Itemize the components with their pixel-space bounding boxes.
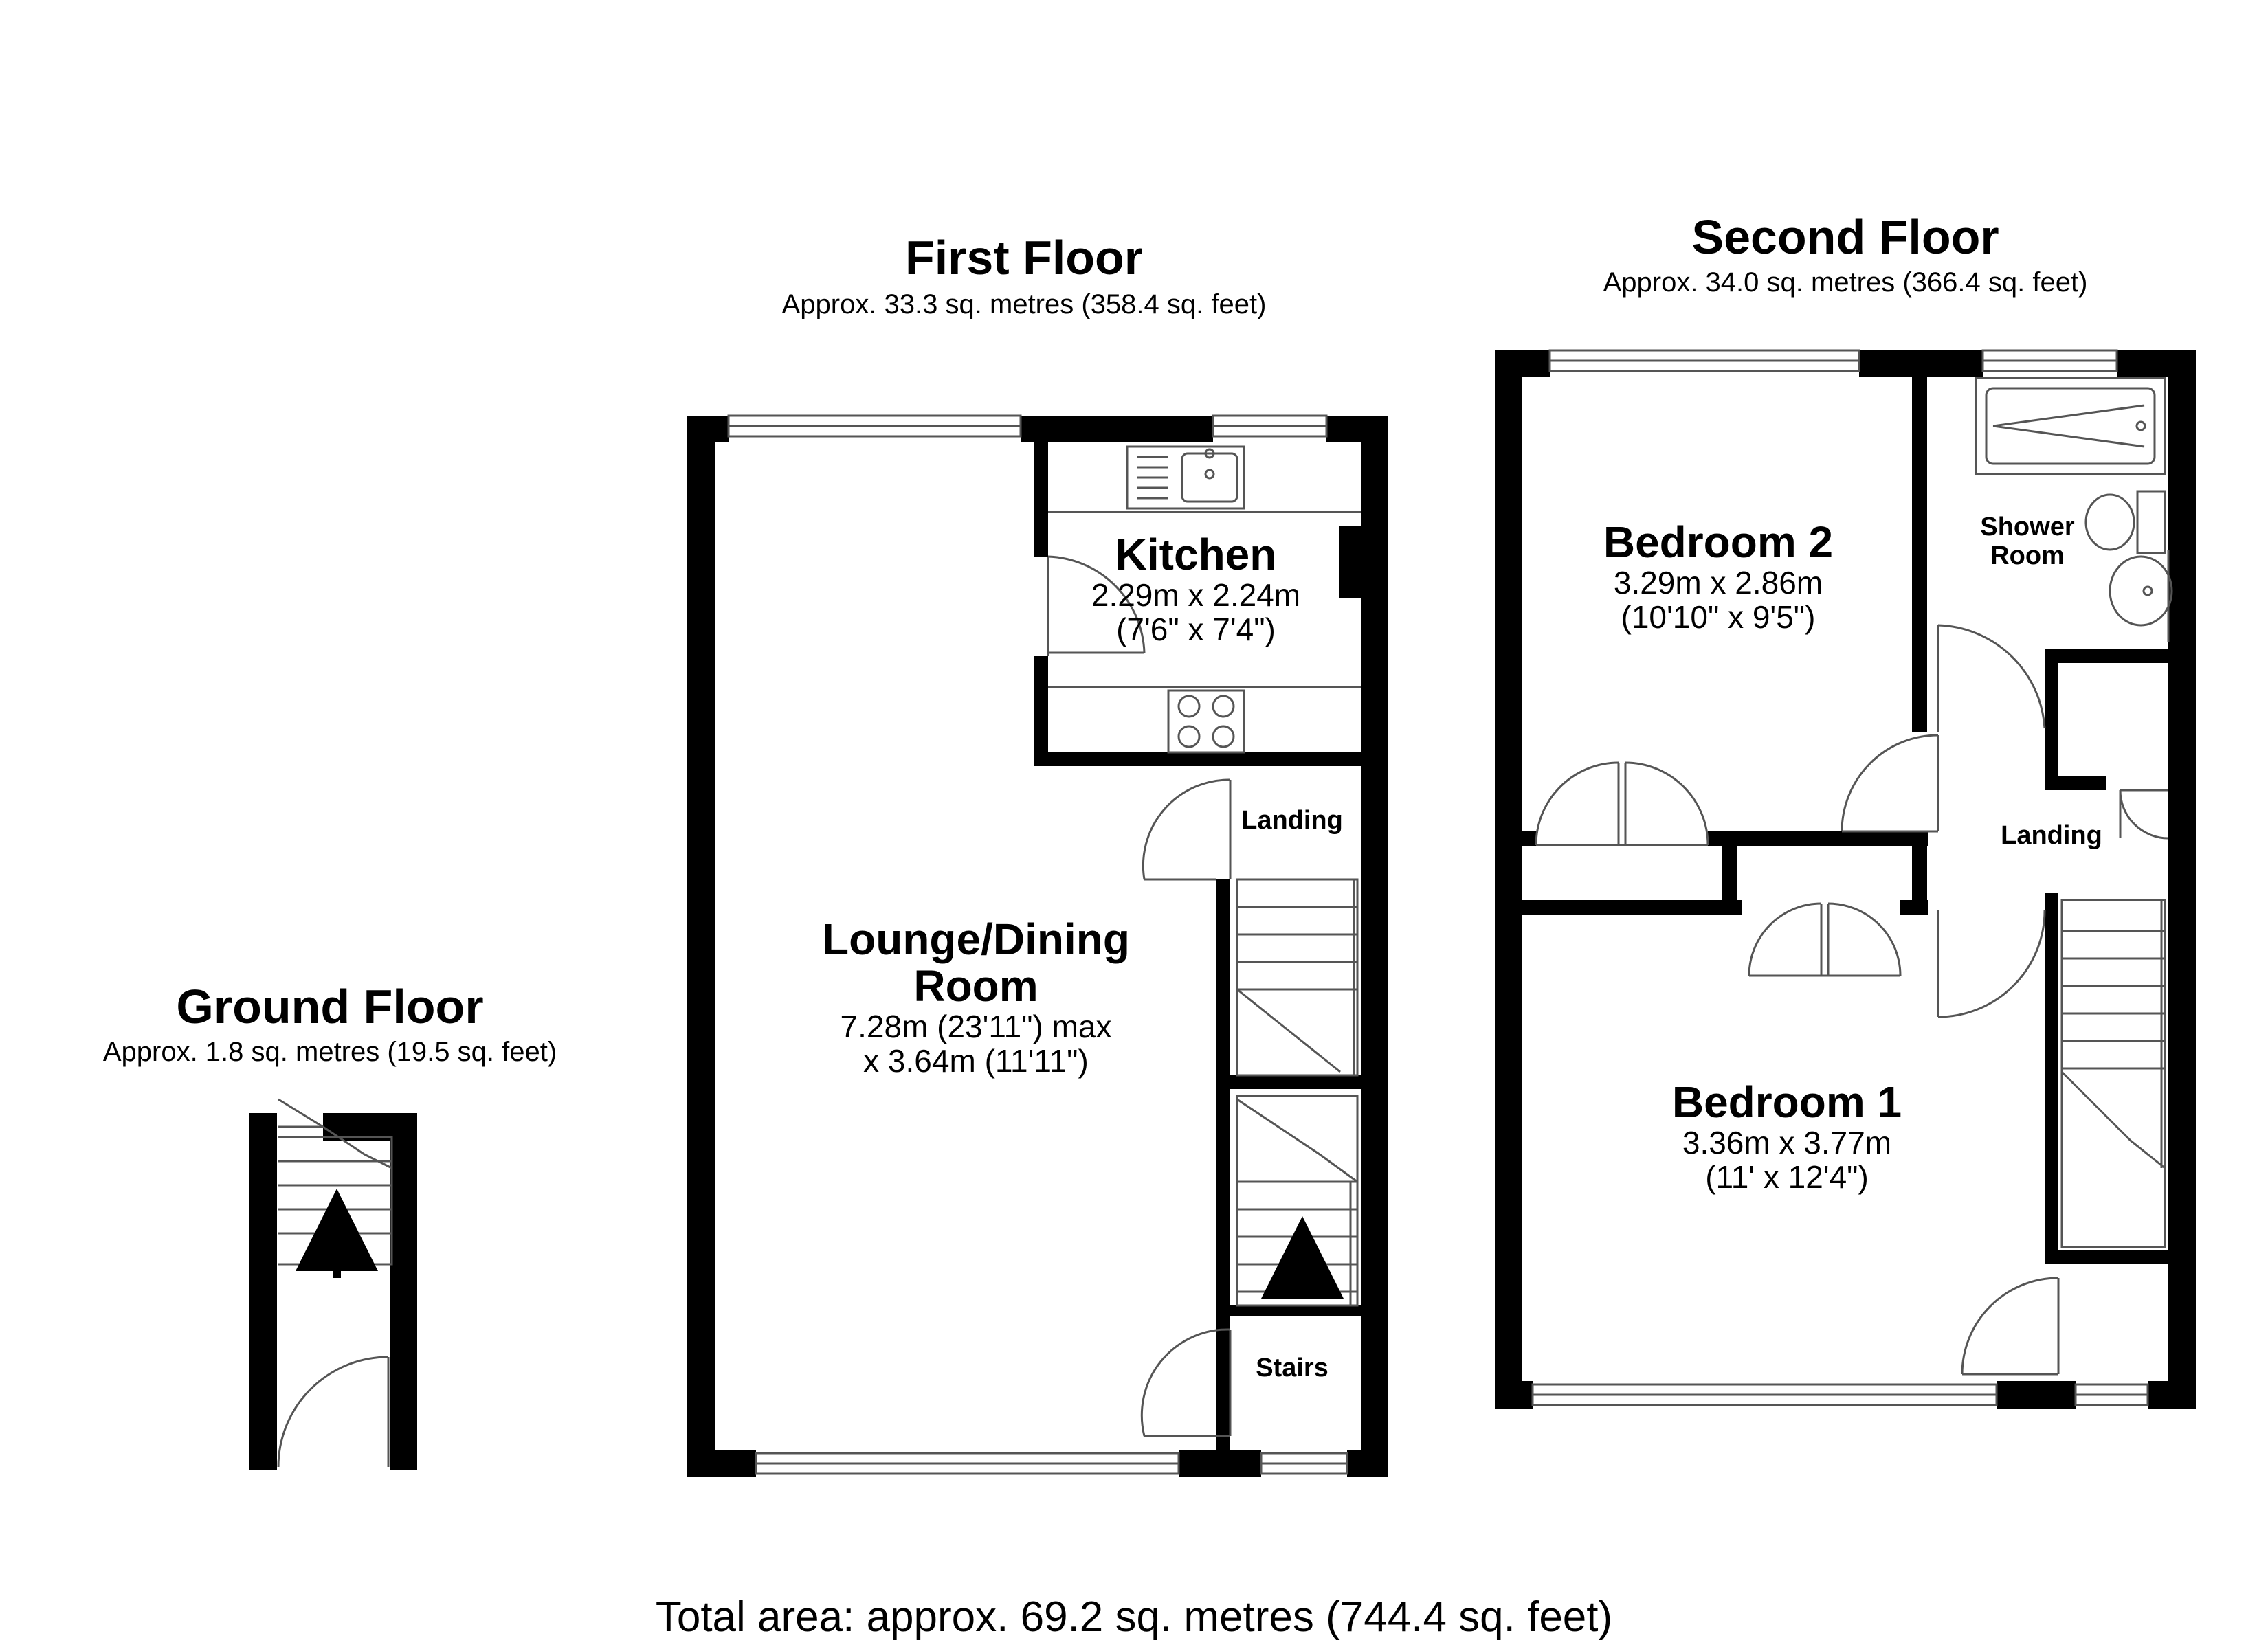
second-wall-left — [1495, 350, 1522, 1409]
closet-wall-top — [1708, 831, 1928, 846]
second-wall-top-mid — [1859, 350, 1983, 377]
second-wall-top-left — [1495, 350, 1550, 377]
bedroom2-metric: 3.29m x 2.86m — [1613, 565, 1823, 601]
closet-doors — [1748, 902, 1902, 977]
kitchen-label: Kitchen 2.29m x 2.24m (7'6" x 7'4") — [1058, 531, 1333, 647]
second-wall-bottom-mid — [1997, 1381, 2076, 1409]
kitchen-name: Kitchen — [1115, 530, 1277, 579]
landing-cupboard-door — [2119, 789, 2169, 840]
closet-wall-right — [1912, 831, 1927, 914]
first-wall-top-mid — [1021, 416, 1213, 442]
first-windows — [727, 414, 1348, 1475]
bed1-door — [1937, 910, 2046, 1018]
closet-wall-left — [1722, 831, 1737, 914]
ground-wall-right — [390, 1113, 417, 1470]
kitchen-fixtures — [1047, 445, 1361, 754]
bed2-wardrobe-doors — [1535, 761, 1709, 846]
second-stairs — [2060, 899, 2166, 1248]
bedroom1-name: Bedroom 1 — [1671, 1077, 1902, 1127]
lounge-name-line2: Room — [913, 961, 1038, 1011]
first-floor-plan — [687, 414, 1388, 1477]
kitchen-wall-block — [1339, 526, 1362, 598]
first-stair-wall-lower — [1230, 1305, 1361, 1316]
kitchen-metric: 2.29m x 2.24m — [1091, 577, 1301, 613]
ground-floor-plan — [249, 1098, 417, 1470]
shower-fixtures — [1975, 377, 2173, 642]
second-stair-wall-bottom — [2045, 1250, 2172, 1264]
shower-room-line1: Shower — [1980, 513, 2075, 541]
second-floor-plan — [1495, 349, 2196, 1409]
second-floor-title: Second Floor — [1691, 210, 1999, 264]
first-stair-wall-mid — [1230, 1075, 1361, 1089]
bed2-wall-bottom-left — [1522, 900, 1742, 915]
second-stair-wall-left — [2045, 893, 2058, 1264]
shower-room-line2: Room — [1990, 541, 2065, 570]
first-wall-top-left — [687, 416, 729, 442]
bedroom2-imperial: (10'10" x 9'5") — [1621, 599, 1816, 635]
first-wall-right — [1361, 416, 1388, 1477]
bedroom2-name: Bedroom 2 — [1603, 517, 1834, 567]
second-wall-bottom-right — [2148, 1381, 2196, 1409]
first-landing-door — [1142, 778, 1232, 881]
second-wall-right — [2168, 350, 2196, 1409]
first-wall-bottom-right — [1347, 1450, 1388, 1477]
bedroom1-metric: 3.36m x 3.77m — [1682, 1125, 1892, 1160]
kitchen-wall-left-bottom — [1034, 656, 1048, 766]
ground-wall-left — [249, 1113, 277, 1470]
second-wall-top-right — [2117, 350, 2196, 377]
first-stairs-lower — [1236, 1095, 1359, 1307]
ground-wall-top-left — [249, 1113, 277, 1134]
first-wall-left — [687, 416, 715, 1477]
shower-room-label: Shower Room — [1966, 513, 2089, 570]
kitchen-wall-left-top — [1034, 440, 1048, 557]
shower-cupboard-wall-left — [2045, 649, 2058, 787]
kitchen-imperial: (7'6" x 7'4") — [1116, 612, 1276, 647]
lounge-dims-line2: x 3.64m (11'11") — [863, 1043, 1089, 1079]
closet-wall-stub — [1900, 900, 1928, 915]
shower-door — [1937, 624, 2046, 732]
second-windows — [1531, 349, 2149, 1406]
shower-cupboard-wall-bottom — [2045, 776, 2106, 790]
first-wall-bottom-mid — [1179, 1450, 1261, 1477]
ground-door — [277, 1356, 390, 1468]
lounge-label: Lounge/Dining Room 7.28m (23'11") max x … — [770, 916, 1182, 1078]
second-floor-area: Approx. 34.0 sq. metres (366.4 sq. feet) — [1603, 267, 2088, 298]
lounge-name-line1: Lounge/Dining — [822, 915, 1130, 964]
ground-floor-title: Ground Floor — [176, 980, 484, 1033]
first-landing-label: Landing — [1241, 806, 1343, 835]
stairs-label: Stairs — [1256, 1354, 1328, 1382]
bed2-wall-right — [1912, 374, 1927, 732]
bedroom1-label: Bedroom 1 3.36m x 3.77m (11' x 12'4") — [1649, 1079, 1924, 1194]
first-wall-bottom-left — [687, 1450, 756, 1477]
total-area: Total area: approx. 69.2 sq. metres (744… — [655, 1593, 1613, 1641]
bedroom2-label: Bedroom 2 3.29m x 2.86m (10'10" x 9'5") — [1581, 519, 1856, 634]
bedroom1-imperial: (11' x 12'4") — [1705, 1159, 1869, 1195]
second-wall-bottom-left — [1495, 1381, 1533, 1409]
second-landing-label: Landing — [2001, 821, 2102, 850]
first-stairs-upper — [1236, 878, 1359, 1077]
ground-floor-area: Approx. 1.8 sq. metres (19.5 sq. feet) — [102, 1037, 557, 1067]
first-floor-area: Approx. 33.3 sq. metres (358.4 sq. feet) — [781, 289, 1267, 319]
shower-cupboard-wall-top — [2045, 649, 2172, 663]
bed2-door — [1841, 734, 1939, 833]
lounge-dims-line1: 7.28m (23'11") max — [840, 1009, 1112, 1044]
bed2-wall-bottom-stub — [1522, 831, 1537, 846]
ground-wall-top — [323, 1113, 417, 1141]
kitchen-wall-bottom — [1034, 752, 1364, 766]
first-stairs-door — [1140, 1328, 1232, 1437]
first-floor-title: First Floor — [904, 231, 1144, 284]
first-landing-wall-upper — [1216, 879, 1230, 1450]
bed1-entrance-door — [1961, 1277, 2060, 1376]
